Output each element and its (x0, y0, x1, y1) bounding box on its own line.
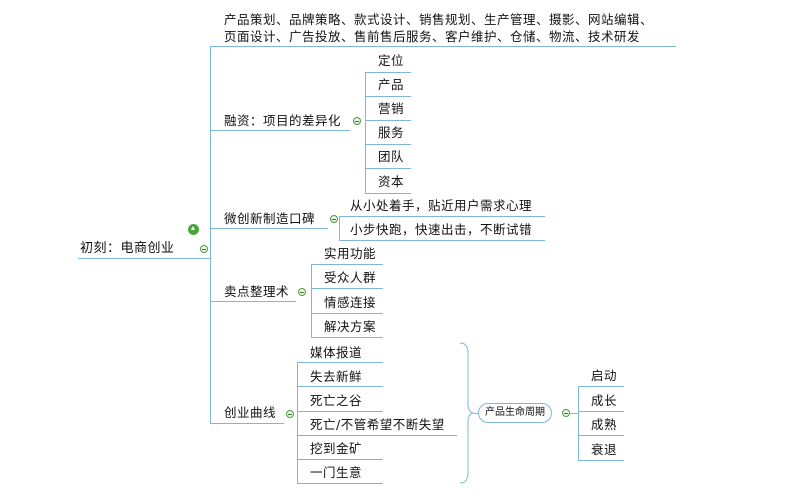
child-underline (365, 96, 411, 97)
summary-connector (570, 413, 578, 414)
child-topic[interactable]: 挖到金矿 (310, 441, 363, 456)
collapse-icon[interactable] (330, 215, 338, 223)
child-topic[interactable]: 死亡之谷 (310, 393, 363, 408)
lifecycle-summary-topic[interactable]: 产品生命周期 (478, 403, 552, 423)
lifecycle-stage[interactable]: 启动 (591, 368, 618, 383)
child-underline (365, 168, 411, 169)
collapse-icon[interactable] (562, 409, 570, 417)
child-underline (365, 193, 411, 194)
collapse-icon[interactable] (200, 245, 208, 253)
child-topic[interactable]: 实用功能 (324, 246, 377, 261)
child-topic[interactable]: 从小处着手，贴近用户需求心理 (350, 198, 533, 213)
collapse-icon[interactable] (298, 288, 306, 296)
branch-startup-curve[interactable]: 创业曲线 (224, 405, 277, 420)
root-underline (78, 258, 210, 259)
child-underline (311, 313, 383, 314)
lifecycle-stage[interactable]: 成熟 (591, 417, 618, 432)
collapse-icon[interactable] (286, 410, 294, 418)
branch-underline (210, 423, 284, 424)
child-topic[interactable]: 失去新鲜 (310, 369, 363, 384)
child-underline (297, 411, 383, 412)
child-topic[interactable]: 团队 (378, 149, 405, 164)
trunk-line (210, 46, 211, 424)
child-connector (311, 264, 312, 338)
child-underline (365, 144, 411, 145)
branch-underline (210, 228, 328, 229)
child-topic[interactable]: 服务 (378, 125, 405, 140)
branch-text-line-2[interactable]: 页面设计、广告投放、售前售后服务、客户维护、仓储、物流、技术研发 (224, 29, 641, 44)
child-connector (365, 73, 366, 193)
child-topic[interactable]: 媒体报道 (310, 345, 363, 360)
branch-underline (210, 46, 676, 47)
child-underline (578, 435, 624, 436)
child-connector (297, 362, 298, 484)
child-topic[interactable]: 定位 (378, 53, 405, 68)
child-underline (578, 386, 624, 387)
collapse-icon[interactable] (353, 117, 361, 125)
child-underline (578, 411, 624, 412)
branch-micro-innovation[interactable]: 微创新制造口碑 (224, 211, 316, 226)
child-topic[interactable]: 小步快跑，快速出击，不断试错 (350, 222, 533, 237)
child-underline (365, 120, 411, 121)
child-topic[interactable]: 营销 (378, 101, 405, 116)
expand-up-icon[interactable] (188, 224, 199, 235)
child-topic[interactable]: 死亡/不管希望不断失望 (310, 417, 445, 432)
child-topic[interactable]: 一门生意 (310, 465, 363, 480)
branch-text-line-1[interactable]: 产品策划、品牌策略、款式设计、销售规划、生产管理、摄影、网站编辑、 (224, 12, 654, 27)
lifecycle-stage[interactable]: 衰退 (591, 442, 618, 457)
child-underline (297, 386, 383, 387)
child-underline (339, 240, 545, 241)
summary-connector (474, 413, 478, 414)
child-underline (297, 435, 457, 436)
child-connector (339, 216, 340, 241)
child-underline (339, 216, 545, 217)
child-underline (297, 459, 383, 460)
child-underline (311, 337, 383, 338)
child-underline (297, 362, 383, 363)
branch-selling-points[interactable]: 卖点整理术 (224, 284, 290, 299)
child-topic[interactable]: 解决方案 (324, 319, 377, 334)
root-topic[interactable]: 初刻：电商创业 (80, 241, 175, 256)
child-topic[interactable]: 资本 (378, 174, 405, 189)
child-underline (578, 460, 624, 461)
branch-underline (210, 130, 350, 131)
child-connector (578, 386, 579, 460)
child-underline (365, 72, 411, 73)
child-underline (297, 483, 383, 484)
child-topic[interactable]: 受众人群 (324, 270, 377, 285)
lifecycle-stage[interactable]: 成长 (591, 393, 618, 408)
branch-underline (210, 301, 296, 302)
branch-financing[interactable]: 融资：项目的差异化 (224, 113, 342, 128)
child-underline (311, 288, 383, 289)
child-underline (311, 264, 383, 265)
child-topic[interactable]: 情感连接 (324, 295, 377, 310)
child-topic[interactable]: 产品 (378, 77, 405, 92)
